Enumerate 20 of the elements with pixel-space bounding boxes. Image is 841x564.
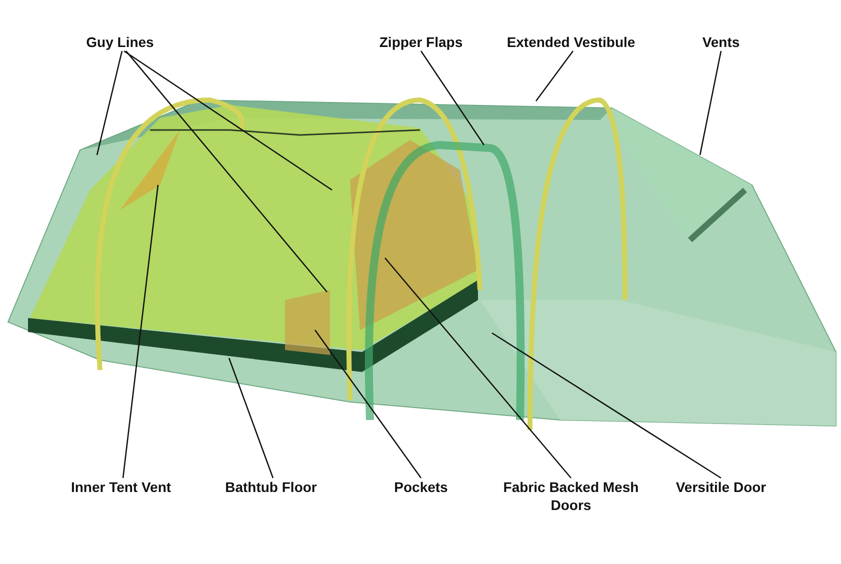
leader-line (126, 50, 328, 292)
leader-line (122, 184, 159, 478)
leader-line (96, 50, 123, 156)
part-label: Zipper Flaps (371, 33, 471, 51)
leader-line (420, 50, 485, 146)
part-label: Guy Lines (75, 33, 165, 51)
leader-line (314, 330, 422, 478)
leader-line (228, 358, 274, 478)
part-label: Vents (696, 33, 746, 51)
leader-line (384, 258, 572, 478)
leader-line (535, 50, 574, 102)
leader-line (699, 50, 722, 156)
part-label: Fabric Backed Mesh Doors (496, 478, 646, 514)
leader-line (492, 332, 722, 479)
part-label: Pockets (386, 478, 456, 496)
part-label: Extended Vestibule (496, 33, 646, 51)
leader-line (124, 50, 332, 191)
part-label: Versitile Door (666, 478, 776, 496)
part-label: Bathtub Floor (216, 478, 326, 496)
part-label: Inner Tent Vent (61, 478, 181, 496)
